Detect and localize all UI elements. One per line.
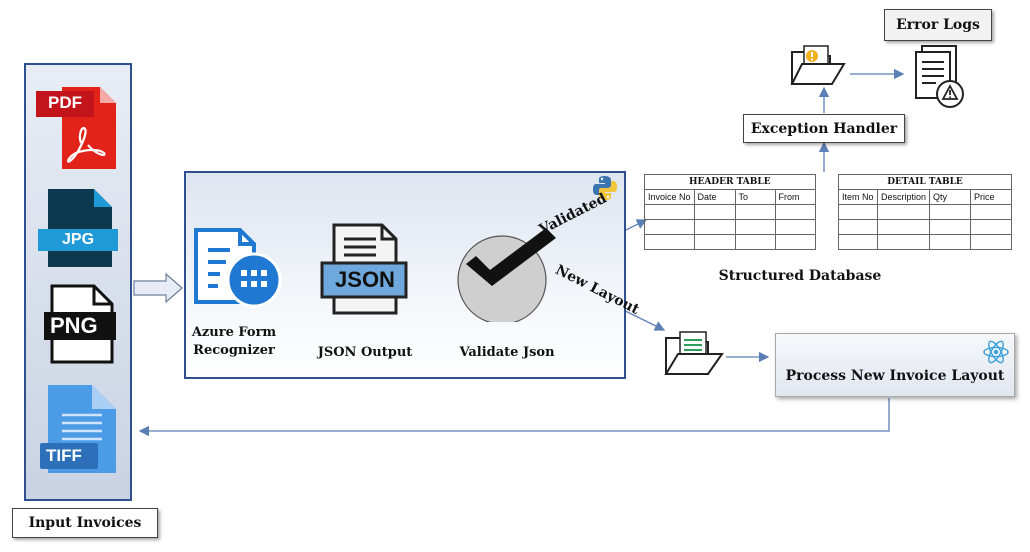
table-row [644,234,816,250]
tiff-file-icon: TIFF [40,383,118,475]
table-row [644,204,816,220]
input-invoices-label: Input Invoices [12,508,158,538]
detail-col-description: Description [876,189,931,205]
header-table: HEADER TABLE Invoice No Date To From [644,174,816,250]
structured-database-label: Structured Database [718,268,882,284]
jpg-file-icon: JPG [38,187,118,269]
folder-icon [664,330,726,378]
error-logs-box: Error Logs [884,9,992,41]
json-output-caption: JSON Output [317,345,413,360]
arrow-return-loop [138,398,890,437]
pdf-file-label: PDF [48,93,82,112]
png-file-label: PNG [50,313,98,338]
detail-table: DETAIL TABLE Item No Description Qty Pri… [837,174,1013,250]
azure-form-recognizer-icon [192,224,284,308]
table-row [838,204,1013,220]
detail-col-item-no: Item No [838,189,878,205]
header-col-from: From [774,189,816,205]
detail-col-qty: Qty [929,189,972,205]
process-new-layout-label: Process New Invoice Layout [785,368,1005,384]
pdf-file-icon: PDF [36,85,120,171]
header-table-title: HEADER TABLE [644,174,816,190]
header-col-date: Date [693,189,736,205]
process-new-layout-box: Process New Invoice Layout [775,333,1015,397]
input-to-process-arrow [133,272,183,304]
table-row [838,219,1013,235]
document-warning-icon [912,44,972,110]
json-file-icon: JSON [320,223,410,315]
header-col-to: To [734,189,776,205]
checkmark-icon [456,226,560,325]
header-col-invoice-no: Invoice No [644,189,695,205]
input-invoices-text: Input Invoices [28,515,142,531]
python-icon [592,175,618,201]
folder-warning-icon [790,44,848,88]
table-row [644,219,816,235]
table-row [838,234,1013,250]
azure-caption-line1: Azure Form [191,325,277,340]
exception-handler-box: Exception Handler [743,114,905,143]
json-icon-label: JSON [335,267,395,292]
jpg-file-label: JPG [62,231,95,248]
tiff-file-label: TIFF [46,446,82,465]
detail-col-price: Price [970,189,1013,205]
azure-caption-line2: Recognizer [193,343,275,358]
exception-handler-label: Exception Handler [750,120,898,137]
azure-form-recognizer-caption: Azure Form Recognizer [186,324,282,360]
validate-json-caption: Validate Json [459,345,555,360]
error-logs-label: Error Logs [896,17,980,33]
react-icon [982,338,1010,366]
detail-table-title: DETAIL TABLE [837,174,1013,190]
png-file-icon: PNG [44,284,116,364]
